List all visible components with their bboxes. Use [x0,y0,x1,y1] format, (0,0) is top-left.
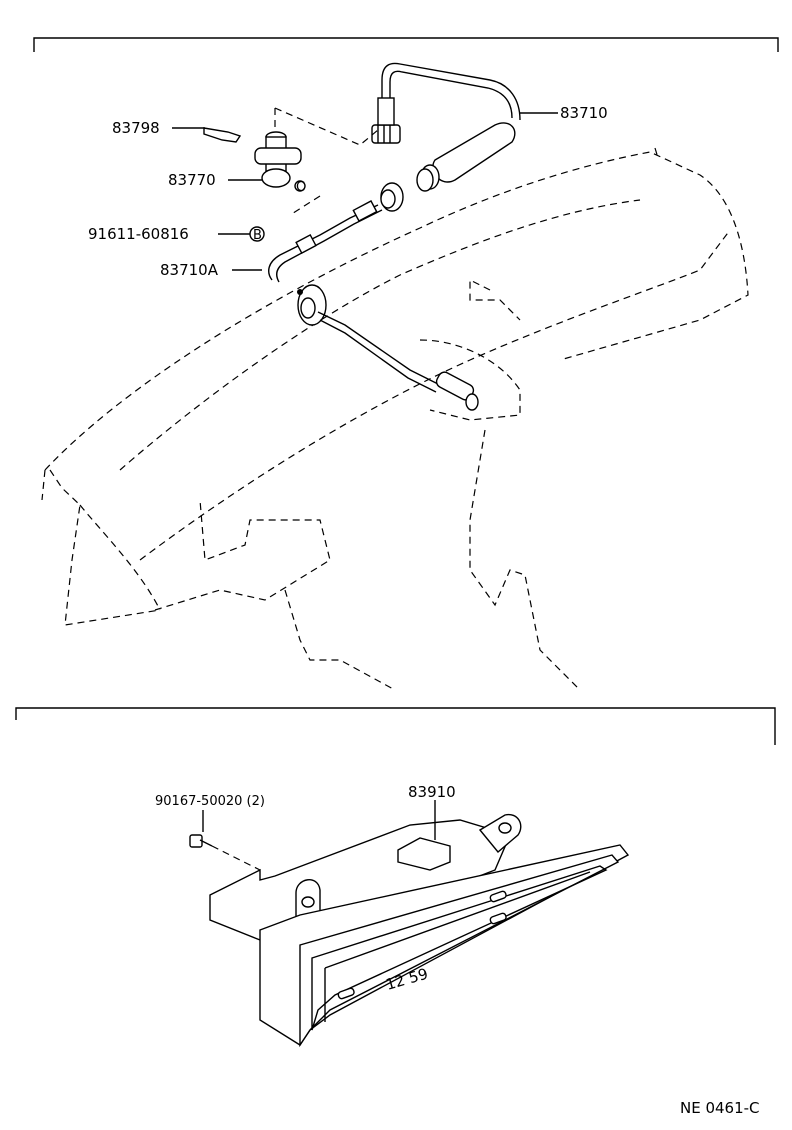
label-83910: 83910 [408,783,456,801]
section1-leaders [172,112,558,271]
label-91611-60816: 91611-60816 [88,225,189,243]
speedometer-adapter [203,107,379,216]
dashboard-outline [41,147,749,691]
section2-labels: 90167-50020 (2) 83910 [155,783,456,809]
label-83798: 83798 [112,119,160,137]
speedometer-cable-assembly [268,62,521,411]
label-83770: 83770 [168,171,216,189]
label-83710A: 83710A [160,261,219,279]
label-83710: 83710 [560,104,608,122]
clock-assembly: 12 59 [189,813,630,1048]
footer-code: NE 0461-C [680,1099,760,1117]
clip-letter: C [296,180,305,195]
label-90167-50020: 90167-50020 (2) [155,794,265,809]
section2-frame [15,707,776,745]
bolt-letter: B [253,228,262,243]
section1-frame [33,37,779,52]
section2-leaders [202,800,436,840]
section1-labels: 83798 83770 91611-60816 83710A 83710 B C [88,104,608,279]
